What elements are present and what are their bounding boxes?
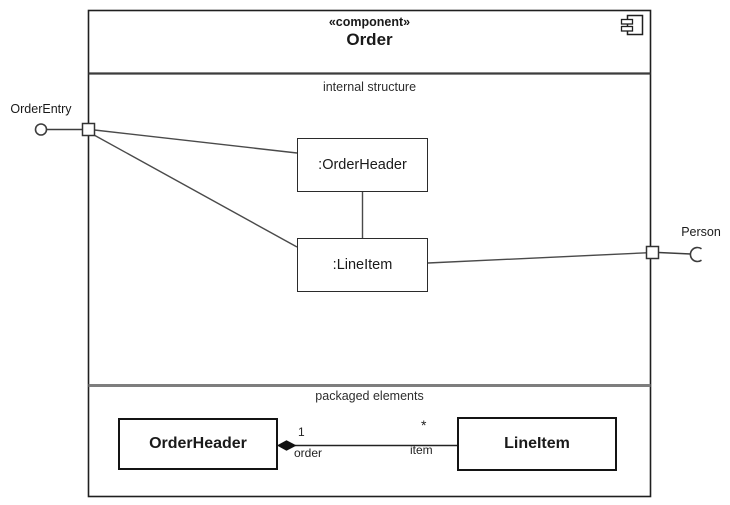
packaged-elements-label: packaged elements (315, 389, 424, 403)
orderentry-port (81, 122, 96, 137)
wire-port-to-lineitem (93, 134, 298, 248)
part-lineitem-label: :LineItem (332, 257, 393, 273)
required-interface-stem (658, 251, 691, 255)
component-stereotype: «component» (328, 15, 411, 29)
orderentry-interface-label: OrderEntry (10, 102, 72, 116)
class-lineitem: LineItem (457, 417, 617, 471)
internal-structure-label: internal structure (322, 80, 417, 94)
role-target: item (410, 443, 433, 457)
part-orderheader-label: :OrderHeader (318, 157, 407, 173)
class-orderheader: OrderHeader (118, 418, 278, 470)
lollipop-icon (34, 123, 48, 136)
socket-icon (689, 246, 702, 263)
part-lineitem: :LineItem (297, 238, 428, 292)
class-orderheader-label: OrderHeader (149, 435, 247, 452)
filled-diamond-icon (276, 440, 297, 451)
person-port (645, 245, 660, 260)
part-orderheader: :OrderHeader (297, 138, 428, 192)
multiplicity-source: 1 (298, 425, 305, 439)
role-source: order (294, 446, 323, 460)
wire-lineitem-to-person-port (427, 252, 647, 264)
person-interface-label: Person (681, 225, 721, 239)
component-icon (620, 14, 644, 36)
wire-port-to-orderheader (94, 129, 298, 154)
component-name: Order (346, 30, 393, 49)
multiplicity-target: * (421, 417, 427, 433)
class-lineitem-label: LineItem (504, 435, 570, 452)
